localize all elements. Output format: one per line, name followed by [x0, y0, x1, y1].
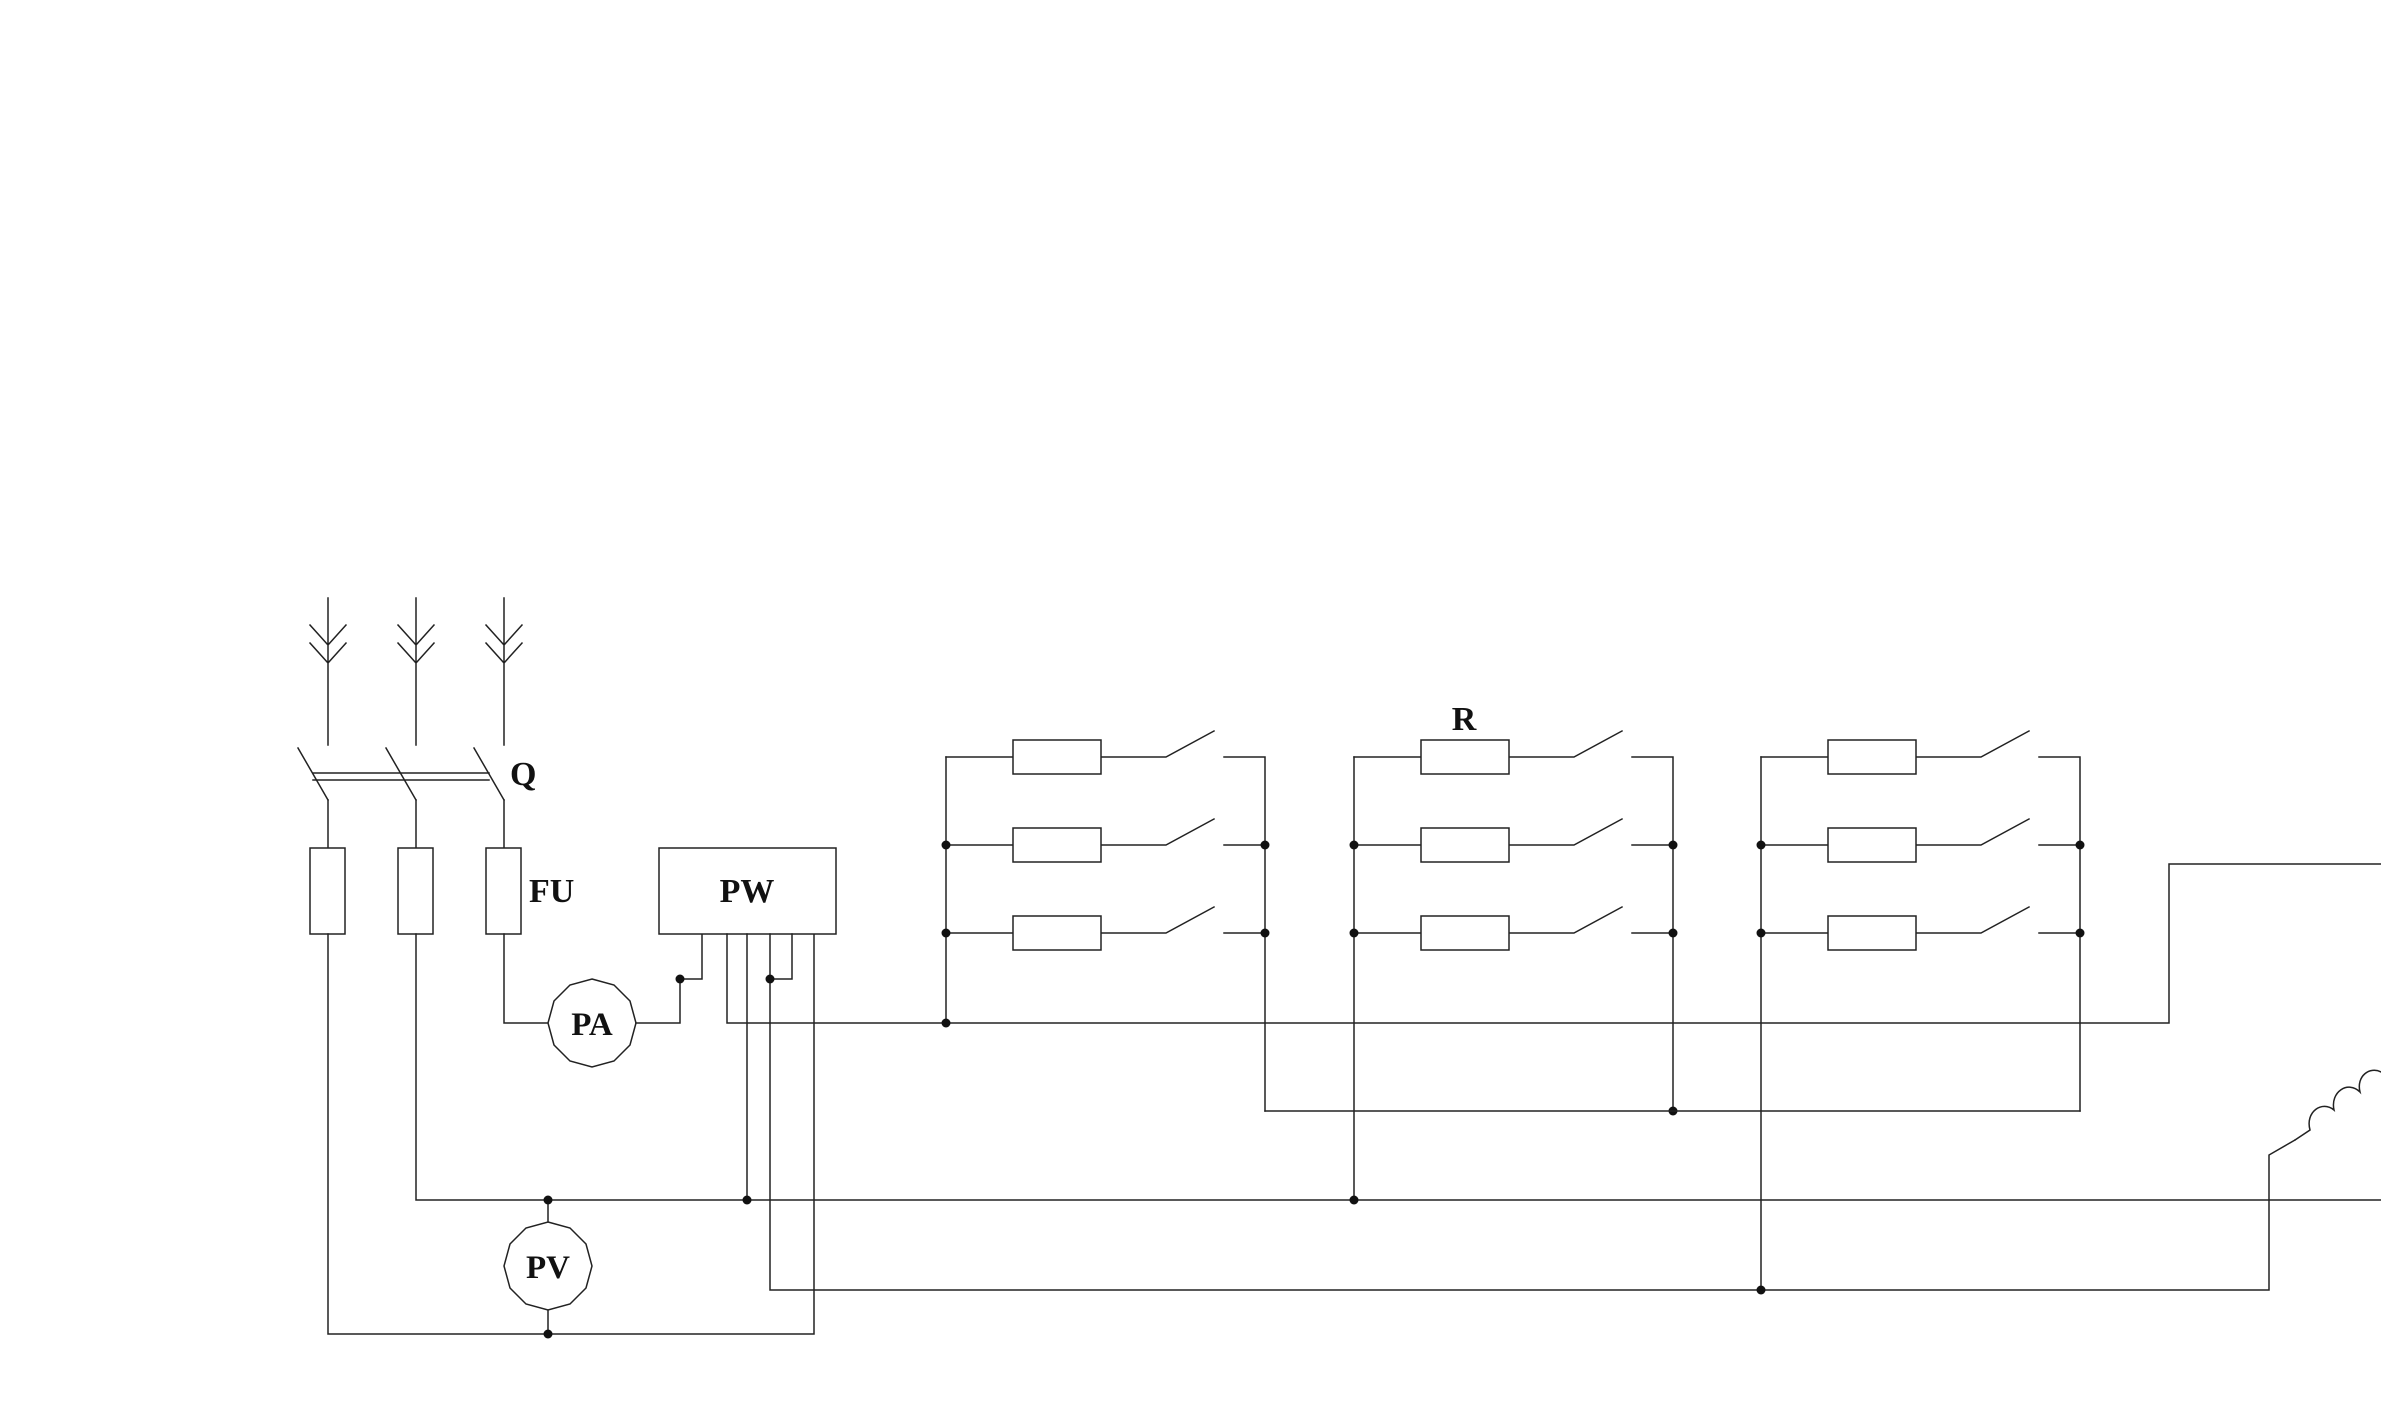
wattmeter-label: PW [720, 873, 775, 910]
resistor [1827, 827, 1917, 863]
supply-arrow-icon [396, 597, 436, 746]
wattmeter-bridge-wire [769, 933, 793, 980]
fuses [309, 847, 522, 935]
resistor [1420, 915, 1510, 951]
supply-terminals [308, 597, 524, 746]
resistor [1420, 739, 1510, 775]
phase-b-wire [415, 933, 2381, 1201]
ammeter-to-wattmeter-wire [635, 933, 703, 1024]
resistor [1827, 739, 1917, 775]
load-feed-wire [726, 863, 2381, 1024]
resistor [1012, 827, 1102, 863]
ammeter: PA [547, 978, 637, 1068]
resistor [1420, 827, 1510, 863]
wattmeter-return-wire [769, 978, 2297, 1291]
switch-label: Q [510, 756, 536, 793]
inductor-coil-icon [2293, 1069, 2381, 1142]
resistor-bank [1756, 729, 2085, 1295]
wattmeter: PW [658, 847, 837, 935]
resistor-label: R [1452, 701, 1477, 738]
fuse [485, 847, 522, 935]
resistor [1827, 915, 1917, 951]
phase-c-wire [503, 933, 549, 1024]
resistor [1012, 739, 1102, 775]
fuse [309, 847, 346, 935]
voltmeter-label: PV [526, 1250, 570, 1286]
voltmeter: PV [503, 1199, 593, 1335]
fuse [397, 847, 434, 935]
ammeter-label: PA [571, 1007, 613, 1043]
resistor-bank [941, 729, 1270, 1112]
three-pole-switch [296, 746, 506, 849]
resistor-bank [1349, 729, 1678, 1205]
supply-arrow-icon [484, 597, 524, 746]
resistor [1012, 915, 1102, 951]
phase-a-wire [327, 933, 815, 1335]
supply-arrow-icon [308, 597, 348, 746]
fuse-label: FU [529, 873, 574, 910]
